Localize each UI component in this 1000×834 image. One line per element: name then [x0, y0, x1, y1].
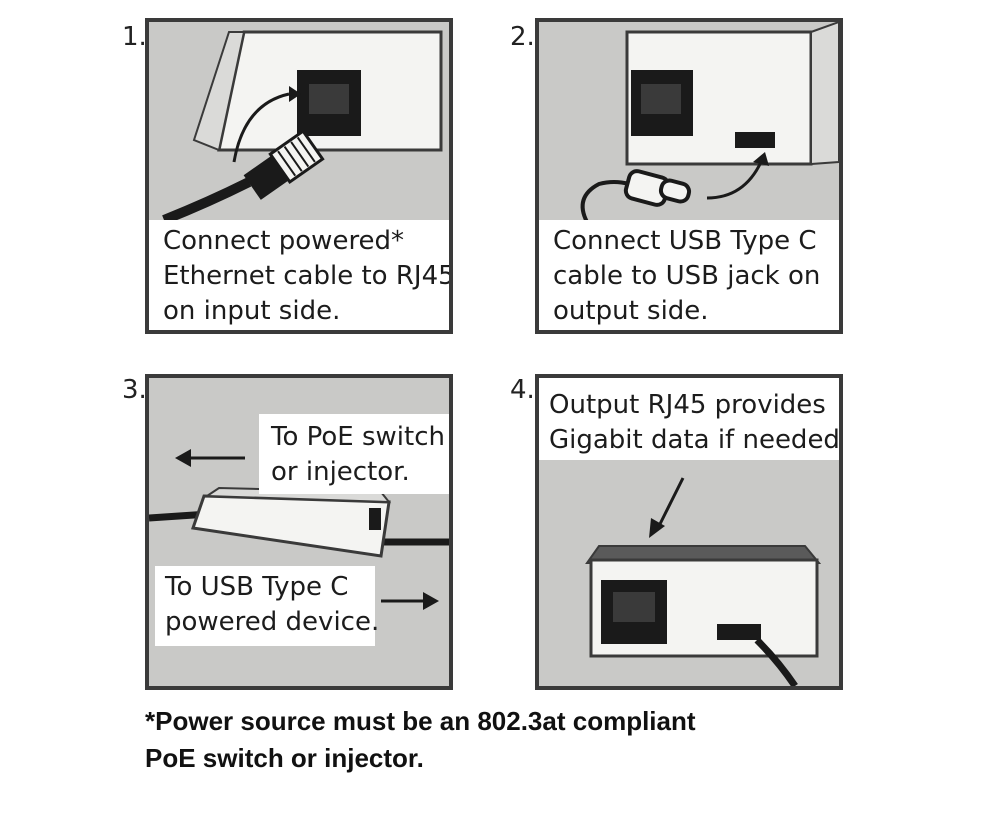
step-2-panel: Connect USB Type C cable to USB jack on … — [535, 18, 843, 334]
step-2-number: 2. — [510, 22, 535, 52]
step-4-number: 4. — [510, 375, 535, 405]
device-side — [192, 31, 246, 152]
step-3-caption-top: To PoE switch or injector. — [259, 414, 449, 494]
step-4-caption: Output RJ45 provides Gigabit data if nee… — [539, 378, 839, 460]
step-1-number: 1. — [122, 22, 147, 52]
step-3-number: 3. — [122, 375, 147, 405]
rj45-port-icon — [369, 508, 381, 530]
step-2-illustration — [580, 22, 839, 223]
usb-c-jack-icon — [717, 624, 761, 640]
step-1-caption: Connect powered* Ethernet cable to RJ45 … — [149, 220, 449, 330]
footnote: *Power source must be an 802.3at complia… — [145, 706, 696, 773]
step-3-panel: To PoE switch or injector. To USB Type C… — [145, 374, 453, 690]
step-2-caption: Connect USB Type C cable to USB jack on … — [539, 220, 839, 330]
usb-c-jack-icon — [735, 132, 775, 148]
step-4-illustration — [585, 477, 822, 686]
arrow-down-icon — [655, 477, 685, 531]
arrow-icon — [232, 92, 290, 163]
step-3-illustration — [149, 449, 449, 610]
step-1-panel: Connect powered* Ethernet cable to RJ45 … — [145, 18, 453, 334]
arrow-icon — [706, 161, 763, 200]
step-4-panel: Output RJ45 provides Gigabit data if nee… — [535, 374, 843, 690]
step-1-illustration — [162, 30, 443, 225]
ethernet-plug-icon — [243, 129, 325, 200]
device-body — [190, 494, 391, 558]
device-side — [810, 22, 839, 166]
usb-c-plug-icon — [623, 169, 692, 207]
step-3-caption-bottom: To USB Type C powered device. — [155, 566, 379, 646]
